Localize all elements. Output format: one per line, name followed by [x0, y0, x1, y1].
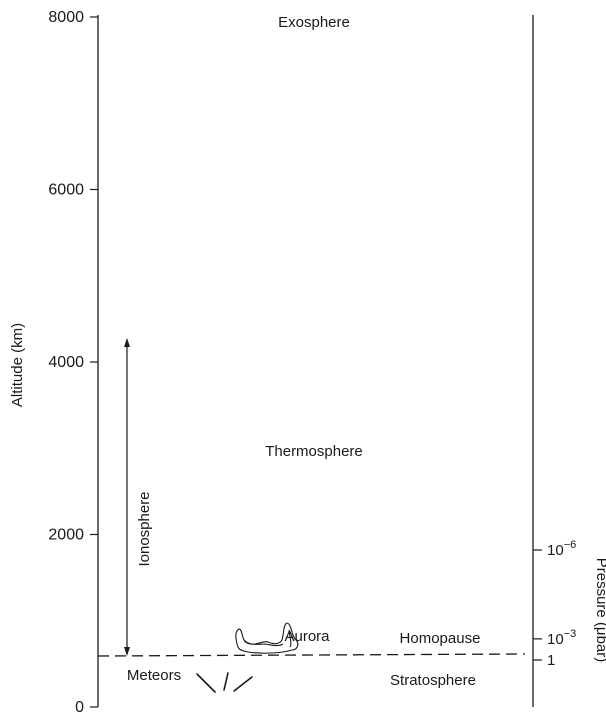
altitude-tick-label-4: 0 [75, 699, 84, 716]
altitude-tick-label-3: 2000 [48, 527, 84, 544]
altitude-tick-label-1: 6000 [48, 182, 84, 199]
pressure-tick-label-1: 10−3 [547, 628, 576, 648]
pressure-tick-label-0: 10−6 [547, 539, 576, 559]
ionosphere-arrow [124, 338, 130, 656]
pressure-axis-label: Pressure (μbar) [593, 558, 606, 663]
aurora-icon [235, 622, 299, 654]
pressure-ticks: 10−6 10−3 1 [533, 539, 576, 669]
thermosphere-label: Thermosphere [265, 443, 363, 460]
altitude-tick-label-2: 4000 [48, 354, 84, 371]
pressure-tick-label-2: 1 [547, 652, 555, 669]
meteor-streaks-icon [196, 672, 253, 693]
homopause-label: Homopause [400, 630, 481, 647]
altitude-ticks: 8000 6000 4000 2000 0 [48, 9, 98, 716]
ionosphere-label: Ionosphere [136, 491, 153, 566]
exosphere-label: Exosphere [278, 14, 350, 31]
stratosphere-label: Stratosphere [390, 672, 476, 689]
altitude-axis-label: Altitude (km) [9, 323, 26, 407]
aurora-label: Aurora [284, 628, 330, 645]
meteors-label: Meteors [127, 667, 181, 684]
altitude-tick-label-0: 8000 [48, 9, 84, 26]
homopause-line [97, 653, 526, 657]
